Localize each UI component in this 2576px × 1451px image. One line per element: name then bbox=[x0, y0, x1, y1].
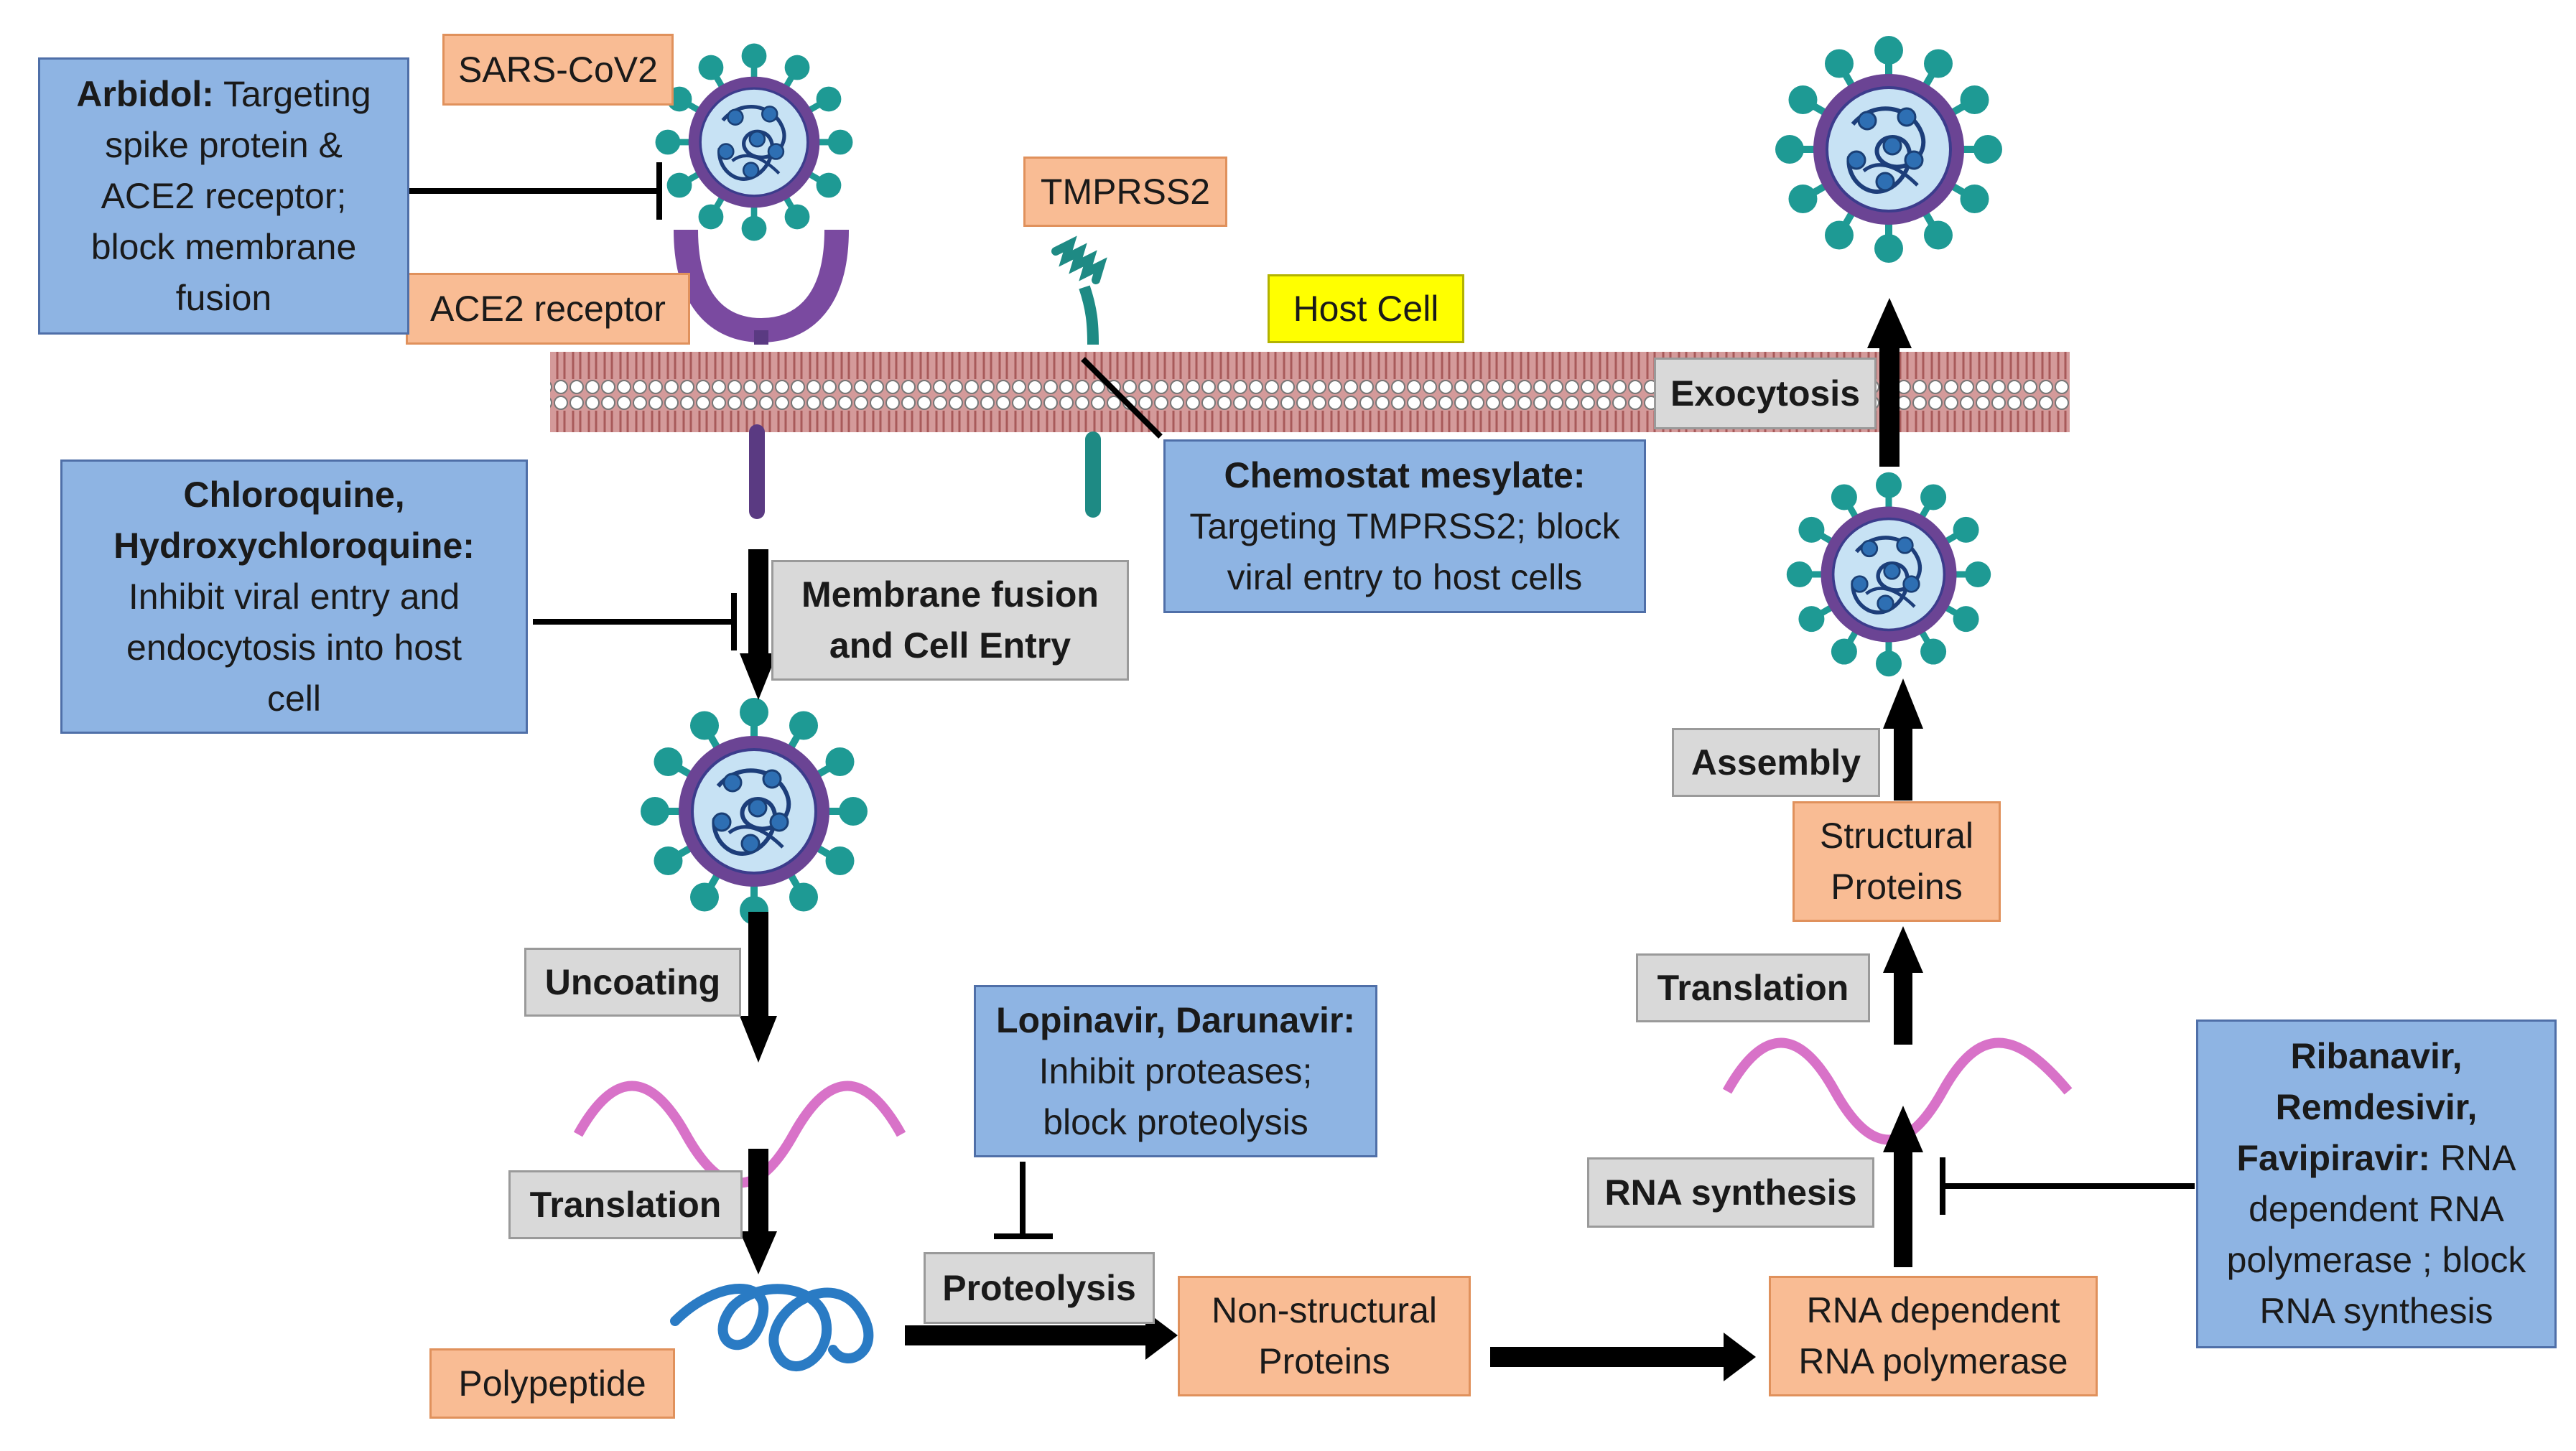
lopinavir-drug-name: Lopinavir, Darunavir: bbox=[995, 999, 1356, 1040]
assembly-label: Assembly bbox=[1672, 728, 1880, 797]
chloroquine-drug-box: Chloroquine, Hydroxychloroquine: Inhibit… bbox=[60, 459, 528, 734]
polypeptide-label: Polypeptide bbox=[429, 1348, 675, 1419]
uncoating-label: Uncoating bbox=[524, 948, 741, 1017]
rna-strand-left bbox=[573, 1081, 906, 1188]
arbidol-drug-box: Arbidol: Targeting spike protein & ACE2 … bbox=[38, 57, 409, 335]
chloroquine-drug-name: Chloroquine, bbox=[183, 474, 405, 515]
structural-proteins-label: Structural Proteins bbox=[1792, 801, 2001, 922]
tmprss2-label: TMPRSS2 bbox=[1023, 157, 1227, 227]
virus-extracellular bbox=[656, 44, 853, 241]
chemostat-drug-box: Chemostat mesylate: Targeting TMPRSS2; b… bbox=[1163, 439, 1646, 613]
ribavirin-drug-box: Ribanavir, Remdesivir, Favipiravir: RNA … bbox=[2196, 1020, 2557, 1348]
virus-assembled bbox=[1787, 472, 1991, 676]
rna-dependent-rna-polymerase-label: RNA dependent RNA polymerase bbox=[1769, 1276, 2098, 1396]
ace2-receptor-shape bbox=[674, 229, 849, 343]
membrane-fusion-cell-entry-label: Membrane fusion and Cell Entry bbox=[771, 560, 1129, 681]
proteolysis-label: Proteolysis bbox=[924, 1252, 1155, 1324]
hydroxychloroquine-drug-name: Hydroxychloroquine: bbox=[113, 525, 475, 566]
arbidol-drug-name: Arbidol: bbox=[76, 73, 214, 114]
ribavirin-drug-name: Ribanavir, bbox=[2290, 1036, 2463, 1076]
favipiravir-drug-name: Favipiravir: bbox=[2236, 1138, 2431, 1178]
translation-left-label: Translation bbox=[508, 1170, 743, 1239]
ace2-receptor-label: ACE2 receptor bbox=[406, 273, 690, 345]
rna-synthesis-label: RNA synthesis bbox=[1587, 1157, 1874, 1228]
remdesivir-drug-name: Remdesivir, bbox=[2275, 1087, 2478, 1127]
sars-cov2-label: SARS-CoV2 bbox=[442, 34, 674, 106]
virus-released bbox=[1775, 36, 2002, 263]
lopinavir-drug-box: Lopinavir, Darunavir: Inhibit proteases;… bbox=[974, 985, 1377, 1157]
nonstructural-proteins-label: Non-structural Proteins bbox=[1178, 1276, 1471, 1396]
virus-endocytosed bbox=[641, 698, 868, 925]
tmprss2-protein-shape bbox=[1051, 235, 1107, 518]
translation-right-label: Translation bbox=[1636, 953, 1870, 1022]
polypeptide-shape bbox=[670, 1284, 874, 1371]
host-cell-label: Host Cell bbox=[1268, 274, 1464, 343]
chemostat-drug-name: Chemostat mesylate: bbox=[1224, 454, 1586, 495]
exocytosis-label: Exocytosis bbox=[1654, 358, 1877, 429]
